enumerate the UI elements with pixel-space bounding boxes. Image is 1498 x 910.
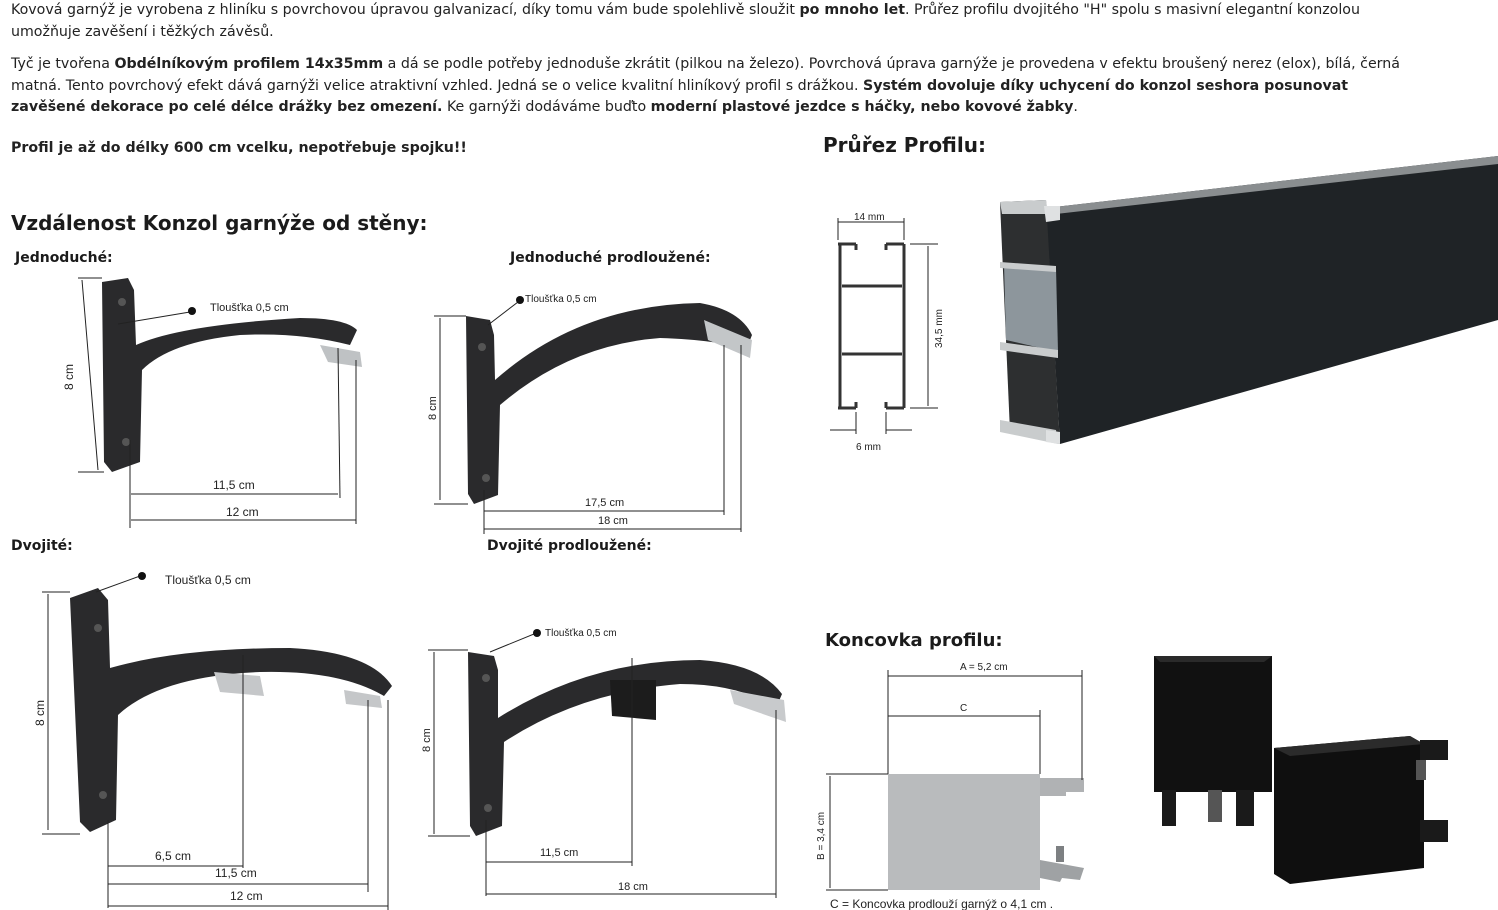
double-bracket-shape [70, 588, 392, 832]
endcap-c-label: C [960, 703, 967, 714]
label-double-ext: Dvojité prodloužené: [487, 538, 652, 554]
intro-paragraph-1: Kovová garnýž je vyrobena z hliníku s po… [11, 2, 1360, 40]
label-single: Jednoduché: [15, 250, 113, 266]
profile-h-shape [838, 242, 906, 410]
profile-slot-label: 6 mm [856, 442, 881, 453]
double-ext-outer-label: 18 cm [618, 881, 648, 893]
single-height-label: 8 cm [62, 364, 76, 390]
single-ext-bracket-shape [466, 303, 752, 504]
profile-width-label: 14 mm [854, 212, 885, 223]
single-thickness-label: Tloušťka 0,5 cm [210, 302, 289, 314]
endcap-note: C = Koncovka prodlouží garnýž o 4,1 cm . [830, 897, 1053, 910]
heading-endcap: Koncovka profilu: [825, 630, 1003, 651]
label-double: Dvojité: [11, 538, 73, 554]
double-inner-label: 11,5 cm [215, 866, 257, 880]
double-height-label: 8 cm [33, 700, 47, 726]
intro-paragraph-3: Profil je až do délky 600 cm vcelku, nep… [11, 140, 467, 156]
single-ext-thickness-label: Tloušťka 0,5 cm [525, 294, 597, 305]
single-inner-label: 11,5 cm [213, 478, 255, 492]
double-ext-inner-label: 11,5 cm [540, 847, 578, 859]
double-ext-height-label: 8 cm [421, 728, 433, 752]
heading-distance: Vzdálenost Konzol garnýže od stěny: [11, 211, 428, 235]
endcap-grey-body [888, 774, 1040, 890]
heading-profile: Průřez Profilu: [823, 133, 986, 157]
intro-paragraph-2: Tyč je tvořena Obdélníkovým profilem 14x… [11, 56, 1400, 115]
single-ext-height-label: 8 cm [427, 396, 439, 420]
endcap-a-label: A = 5,2 cm [960, 662, 1008, 673]
single-outer-label: 12 cm [226, 505, 259, 519]
single-bracket-shape [102, 278, 362, 472]
double-thickness-label: Tloušťka 0,5 cm [165, 573, 251, 587]
endcap-b-label: B = 3,4 cm [816, 812, 827, 860]
endcap-black-piece-2 [1274, 736, 1448, 884]
double-ext-bracket-shape [468, 652, 786, 836]
single-ext-inner-label: 17,5 cm [585, 497, 624, 509]
profile-height-label: 34,5 mm [934, 309, 945, 348]
double-near-label: 6,5 cm [155, 849, 191, 863]
double-ext-thickness-label: Tloušťka 0,5 cm [545, 628, 617, 639]
endcap-black-piece-1 [1154, 656, 1272, 826]
single-ext-outer-label: 18 cm [598, 515, 628, 527]
label-single-ext: Jednoduché prodloužené: [510, 250, 711, 266]
double-outer-label: 12 cm [230, 889, 263, 903]
